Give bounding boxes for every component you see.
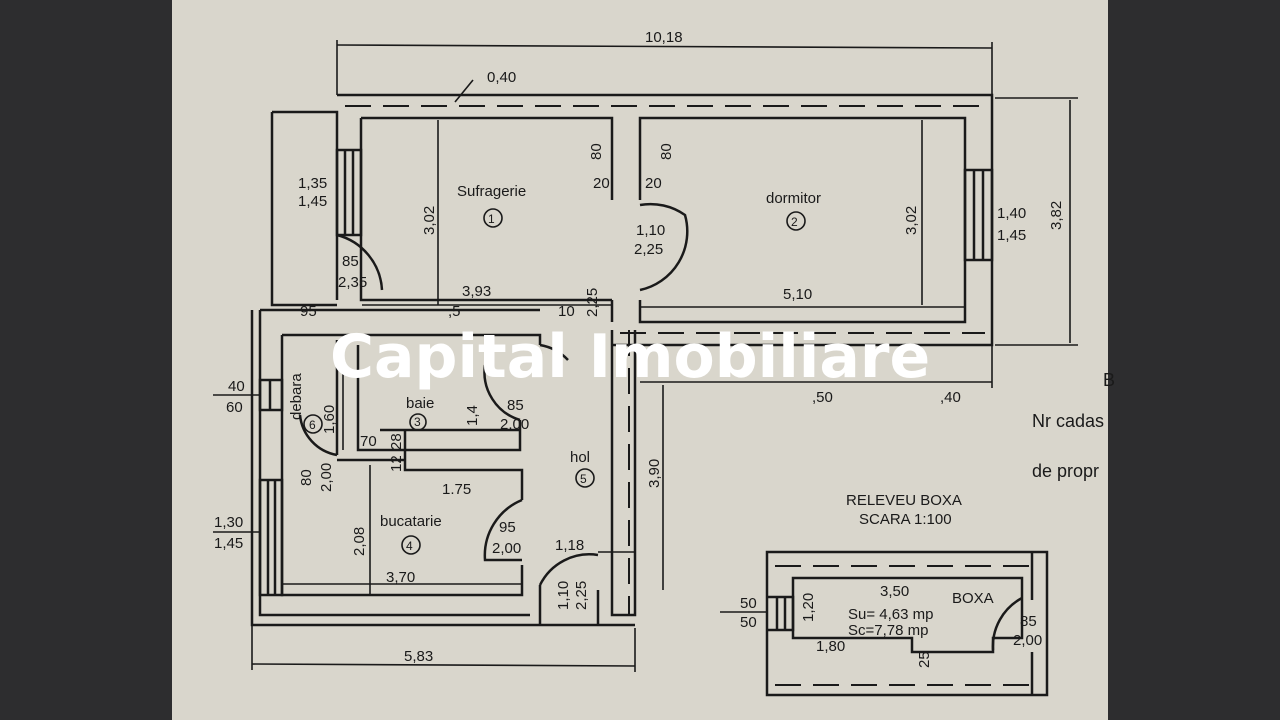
side-text-1: B (1103, 370, 1115, 390)
side-text-2: Nr cadas (1032, 411, 1104, 431)
dim-50: ,50 (812, 389, 833, 406)
balcony-window-height: 1,45 (298, 193, 327, 210)
dormitor-window-height: 1,45 (997, 227, 1026, 244)
boxa-door-width: 85 (1020, 613, 1037, 630)
boxa-height: 1,20 (800, 593, 817, 622)
dim-28: 28 (388, 433, 405, 450)
kitchen-door-height: 2,00 (492, 540, 521, 557)
boxa-name: BOXA (952, 590, 994, 607)
dormitor-window-width: 1,40 (997, 205, 1026, 222)
kitchen-window-height: 1,45 (214, 535, 243, 552)
dim-118: 1,18 (555, 537, 584, 554)
boxa-labels: RELEVEU BOXA SCARA 1:100 3,50 BOXA 1,20 … (740, 492, 1042, 668)
room-debara: debara (288, 373, 305, 420)
bucatarie-width: 3,70 (386, 569, 415, 586)
boxa-title: RELEVEU BOXA (846, 492, 962, 509)
baie-top-dim: ,5 (448, 303, 461, 320)
wall-80a: 80 (588, 143, 605, 160)
balcony-window-width: 1,35 (298, 175, 327, 192)
baie-door-width: 85 (507, 397, 524, 414)
room-number-3: 3 (414, 415, 421, 429)
total-width-label: 10,18 (645, 29, 683, 46)
debara-95: 95 (300, 303, 317, 320)
room-number-circle (483, 208, 503, 228)
wall-thickness-label: 0,40 (487, 69, 516, 86)
room-hol: hol (570, 449, 590, 466)
sufragerie-width: 3,93 (462, 283, 491, 300)
room-number-circle (409, 413, 427, 431)
sufragerie-door-width: 1,10 (636, 222, 665, 239)
debara-height: 1,60 (321, 405, 338, 434)
dormitor-height: 3,02 (903, 206, 920, 235)
hol-height: 3,90 (646, 459, 663, 488)
boxa-su: Su= 4,63 mp (848, 606, 933, 623)
boxa-window-width: 50 (740, 595, 757, 612)
debara-window-width: 40 (228, 378, 245, 395)
dim-70: 70 (360, 433, 377, 450)
room-number-circle (575, 468, 595, 488)
dim-40: ,40 (940, 389, 961, 406)
kitchen-door-width: 95 (499, 519, 516, 536)
wall-80b: 80 (658, 143, 675, 160)
dim-175: 1.75 (442, 481, 471, 498)
boxa-scale: SCARA 1:100 (859, 511, 952, 528)
boxa-plan (765, 550, 1049, 697)
bottom-width: 5,83 (404, 648, 433, 665)
sufragerie-height: 3,02 (421, 206, 438, 235)
room-number-2: 2 (791, 215, 798, 229)
room-dormitor: dormitor (766, 190, 821, 207)
kitchen-window-width: 1,30 (214, 514, 243, 531)
side-text: B Nr cadas de propr (1032, 370, 1115, 481)
baie-door-height: 2,00 (500, 416, 529, 433)
wall-20b: 20 (645, 175, 662, 192)
boxa-sc: Sc=7,78 mp (848, 622, 928, 639)
room-baie: baie (406, 395, 434, 412)
total-height: 3,82 (1048, 201, 1065, 230)
room-labels: Sufragerie 1 dormitor 2 baie 3 debara 6 … (288, 183, 821, 555)
boxa-door-height: 2,00 (1013, 632, 1042, 649)
debara-door-height: 2,00 (318, 463, 335, 492)
room-sufragerie: Sufragerie (457, 183, 526, 200)
bucatarie-height: 2,08 (351, 527, 368, 556)
baie-height: 1,4 (464, 405, 481, 426)
debara-window-height: 60 (226, 399, 243, 416)
balcony-door-width: 85 (342, 253, 359, 270)
room-number-circle (401, 535, 421, 555)
boxa-width: 3,50 (880, 583, 909, 600)
watermark: Capital Imobiliare (330, 322, 930, 392)
entry-door-height: 2,25 (573, 581, 590, 610)
side-text-3: de propr (1032, 461, 1099, 481)
hall-door-width: 10 (558, 303, 575, 320)
sufragerie-door-height: 2,25 (634, 241, 663, 258)
room-number-4: 4 (406, 539, 413, 553)
walls (250, 93, 994, 627)
boxa-dim-180: 1,80 (816, 638, 845, 655)
dim-12: 12 (388, 455, 405, 472)
room-number-6: 6 (309, 418, 316, 432)
balcony-door-height: 2,35 (338, 274, 367, 291)
dormitor-width: 5,10 (783, 286, 812, 303)
room-number-circle (303, 414, 323, 434)
boxa-window-height: 50 (740, 614, 757, 631)
dimension-labels: 10,18 0,40 1,35 1,45 3,02 3,93 80 20 80 … (214, 29, 1065, 665)
room-number-circle (786, 211, 806, 231)
room-bucatarie: bucatarie (380, 513, 442, 530)
debara-door-width: 80 (298, 469, 315, 486)
room-number-5: 5 (580, 472, 587, 486)
room-number-1: 1 (488, 212, 495, 226)
hall-door-height: 2,25 (584, 288, 601, 317)
entry-door-width: 1,10 (555, 581, 572, 610)
boxa-dim-25: 25 (916, 651, 933, 668)
wall-20a: 20 (593, 175, 610, 192)
